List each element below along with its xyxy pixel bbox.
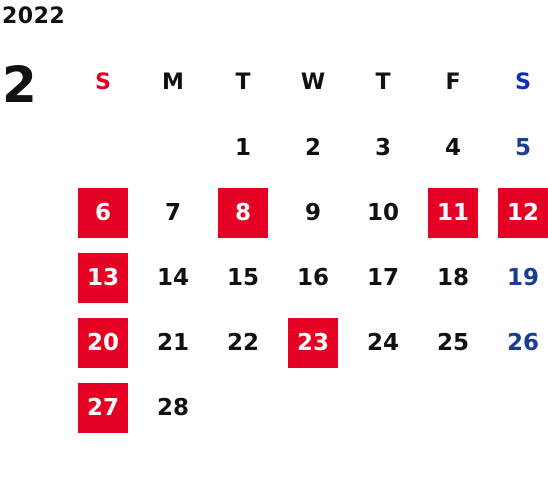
calendar-day-number: 28: [156, 394, 189, 421]
calendar-day-holiday: 6: [68, 180, 138, 245]
calendar-day-number: 10: [366, 199, 399, 226]
calendar-day: 4: [418, 115, 488, 180]
calendar-day-number: 9: [304, 199, 321, 226]
calendar-day: 25: [418, 310, 488, 375]
calendar-day: 14: [138, 245, 208, 310]
calendar-day: 22: [208, 310, 278, 375]
calendar-day-number: 25: [436, 329, 469, 356]
calendar-day: 21: [138, 310, 208, 375]
calendar-day: 28: [138, 375, 208, 440]
calendar-day: 9: [278, 180, 348, 245]
calendar-day-number: 24: [366, 329, 399, 356]
calendar-day-number: 5: [514, 134, 531, 161]
calendar-day-number: 21: [156, 329, 189, 356]
calendar-day-number: 8: [234, 199, 251, 226]
weekday-header-saturday: S: [515, 70, 531, 95]
calendar-day: 2: [278, 115, 348, 180]
calendar-day: 16: [278, 245, 348, 310]
calendar-day: 5: [488, 115, 548, 180]
calendar-day-number: 7: [164, 199, 181, 226]
calendar-day-number: 6: [94, 199, 111, 226]
calendar-day-number: 11: [436, 199, 469, 226]
calendar-day-holiday: 12: [488, 180, 548, 245]
calendar-day: 24: [348, 310, 418, 375]
calendar-day-number: 16: [296, 264, 329, 291]
calendar-day-holiday: 11: [418, 180, 488, 245]
calendar-day-holiday: 27: [68, 375, 138, 440]
calendar-day-number: 26: [506, 329, 539, 356]
calendar-year: 2022: [2, 4, 66, 29]
calendar-day-number: 1: [234, 134, 251, 161]
calendar-day-number: 27: [86, 394, 119, 421]
calendar-day-number: 23: [296, 329, 329, 356]
calendar-day-holiday: 8: [208, 180, 278, 245]
calendar-day-number: 22: [226, 329, 259, 356]
calendar-day: 10: [348, 180, 418, 245]
calendar-day: 3: [348, 115, 418, 180]
weekday-header-monday: M: [162, 70, 184, 95]
calendar-day-number: 18: [436, 264, 469, 291]
calendar-day-holiday: 20: [68, 310, 138, 375]
weekday-header-thursday: T: [375, 70, 391, 95]
calendar-day: 19: [488, 245, 548, 310]
calendar-day-number: 12: [506, 199, 539, 226]
calendar-day-number: 15: [226, 264, 259, 291]
calendar-day-number: 3: [374, 134, 391, 161]
weekday-header-sunday: S: [95, 70, 111, 95]
calendar-day: 7: [138, 180, 208, 245]
calendar-month: 2: [2, 56, 37, 114]
calendar-day: 17: [348, 245, 418, 310]
weekday-header-tuesday: T: [235, 70, 251, 95]
weekday-header-friday: F: [445, 70, 461, 95]
calendar-day-number: 4: [444, 134, 461, 161]
calendar-day-number: 19: [506, 264, 539, 291]
weekday-header-wednesday: W: [300, 70, 326, 95]
calendar-day-number: 2: [304, 134, 321, 161]
calendar-day: 26: [488, 310, 548, 375]
calendar-day-number: 13: [86, 264, 119, 291]
calendar-day-number: 17: [366, 264, 399, 291]
calendar-day-number: 14: [156, 264, 189, 291]
calendar-day-number: 20: [86, 329, 119, 356]
calendar-day: 1: [208, 115, 278, 180]
calendar-day: 18: [418, 245, 488, 310]
calendar-day-holiday: 13: [68, 245, 138, 310]
calendar-day-holiday: 23: [278, 310, 348, 375]
calendar-day: 15: [208, 245, 278, 310]
